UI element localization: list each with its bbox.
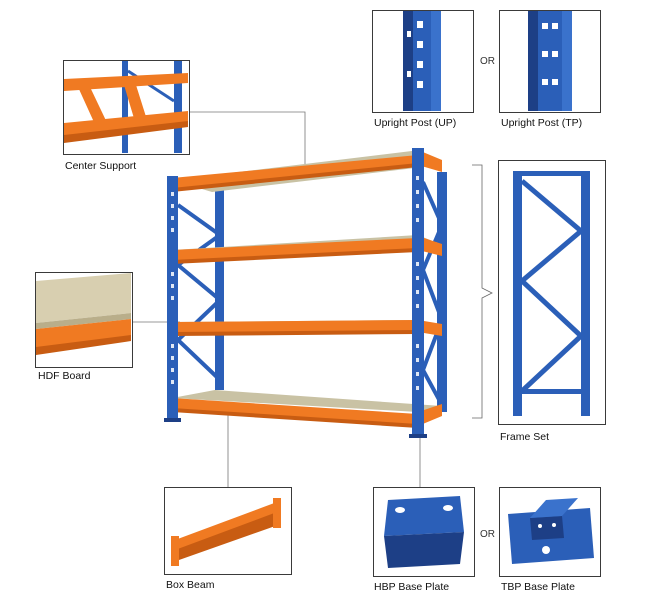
hdf-board-label: HDF Board [38,370,91,382]
hbp-base-plate-image [374,488,473,575]
tbp-base-plate-image [500,488,599,575]
shelving-rack [164,148,447,438]
front-left-foot [164,418,181,422]
upright-tp-detail [499,10,601,113]
hdf-board-detail [35,272,133,368]
box-beam-image [165,488,290,573]
upright-tp-label: Upright Post (TP) [501,117,582,129]
frame-set-image [499,161,604,423]
back-left-upright [215,190,224,390]
center-support-leader [190,112,305,165]
hbp-base-plate-detail [373,487,475,577]
tbp-base-plate-label: TBP Base Plate [501,581,575,593]
back-right-upright [437,172,447,412]
upright-tp-image [500,11,599,111]
frame-set-bracket [472,165,492,418]
frame-set-label: Frame Set [500,431,549,443]
front-right-foot [409,434,427,438]
center-support-label: Center Support [65,160,136,172]
tbp-base-plate-detail [499,487,601,577]
or-bottom-text: OR [480,529,495,540]
left-bracing [178,205,220,380]
hbp-base-plate-label: HBP Base Plate [374,581,449,593]
upright-up-label: Upright Post (UP) [374,117,456,129]
box-beam-label: Box Beam [166,579,214,591]
upright-up-detail [372,10,474,113]
center-support-image [64,61,188,153]
or-top-text: OR [480,56,495,67]
box-beam-detail [164,487,292,575]
hdf-board-image [36,273,131,366]
upright-up-image [373,11,472,111]
center-support-detail [63,60,190,155]
frame-set-detail [498,160,606,425]
